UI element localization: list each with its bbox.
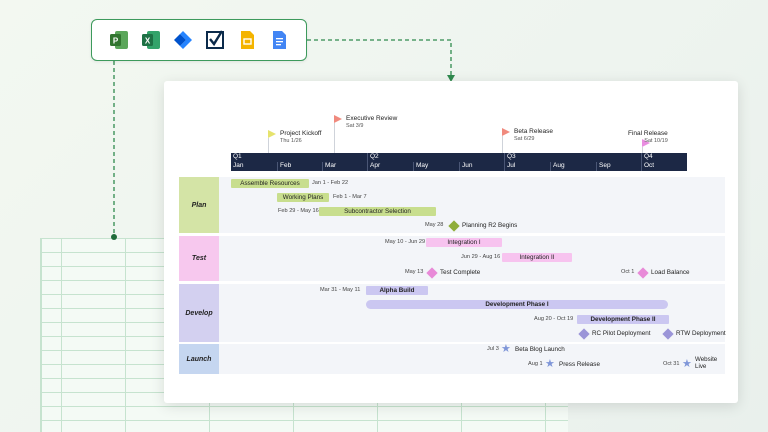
milestone-date: Oct 1 xyxy=(621,269,635,275)
milestone-label: Planning R2 Begins xyxy=(462,222,518,229)
task-bar[interactable]: Development Phase I xyxy=(366,300,668,309)
lane-label: Test xyxy=(179,236,219,281)
milestone-date: Thu 1/26 xyxy=(280,138,302,144)
task-date: Jun 29 - Aug 16 xyxy=(461,254,501,260)
task-date: Feb 1 - Mar 7 xyxy=(333,194,367,200)
google-slides-icon[interactable] xyxy=(236,29,258,51)
launch-label: Press Release xyxy=(559,361,600,368)
month-label: Jun xyxy=(459,162,472,171)
launch-label: Website Live xyxy=(695,356,718,370)
task-bar[interactable]: Subcontractor Selection xyxy=(319,207,436,216)
lane-label: Launch xyxy=(179,344,219,374)
lane-label: Develop xyxy=(179,284,219,342)
jira-icon[interactable] xyxy=(172,29,194,51)
month-label: Feb xyxy=(277,162,291,171)
flag-icon xyxy=(268,130,276,138)
milestone-date: Sat 6/29 xyxy=(514,136,535,142)
quarter-label: Q4 xyxy=(641,153,653,162)
milestone-date: May 13 xyxy=(405,269,424,275)
smartsheet-icon[interactable] xyxy=(204,29,226,51)
task-bar[interactable]: Integration II xyxy=(502,253,572,262)
month-label: Aug xyxy=(550,162,565,171)
milestone-date: Sat 3/9 xyxy=(346,123,364,129)
launch-date: Aug 1 xyxy=(528,361,543,367)
quarter-label: Q1 xyxy=(233,153,242,160)
milestone-label: Test Complete xyxy=(440,269,481,276)
milestone-title: Final Release xyxy=(628,130,668,137)
swimlane-develop: Develop Mar 31 - May 11 Alpha Build Deve… xyxy=(179,284,726,342)
lane-label: Plan xyxy=(179,177,219,233)
launch-date: Jul 3 xyxy=(487,346,499,352)
month-label: Oct xyxy=(641,162,654,171)
star-icon[interactable]: ★ xyxy=(501,343,511,355)
task-date: Jan 1 - Feb 22 xyxy=(312,180,349,186)
month-label: Apr xyxy=(367,162,380,171)
task-date: May 10 - Jun 29 xyxy=(385,239,426,245)
month-label: Jan xyxy=(233,162,244,169)
month-label: Mar xyxy=(322,162,336,171)
task-date: Aug 20 - Oct 19 xyxy=(534,316,574,322)
milestone-date: May 28 xyxy=(425,222,444,228)
swimlane-test: Test May 10 - Jun 29 Integration I Jun 2… xyxy=(179,236,725,281)
milestone-label: Load Balance xyxy=(651,269,690,276)
flag-icon xyxy=(334,115,342,123)
task-bar[interactable]: Development Phase II xyxy=(577,315,669,324)
timeline-header: Q1 Q2 Q3 Q4 Jan Feb Mar Apr May Jun Jul … xyxy=(231,153,687,171)
task-date: Mar 31 - May 11 xyxy=(320,287,361,293)
task-date: Feb 29 - May 16 xyxy=(278,208,319,214)
milestone-title: Executive Review xyxy=(346,115,398,122)
task-bar[interactable]: Working Plans xyxy=(277,193,329,202)
quarter-label: Q3 xyxy=(504,153,516,162)
swimlane-plan: Plan Assemble Resources Jan 1 - Feb 22 W… xyxy=(179,177,725,233)
google-docs-icon[interactable] xyxy=(268,29,290,51)
milestone-title: Beta Release xyxy=(514,128,554,135)
diamond-icon[interactable] xyxy=(426,267,438,279)
task-bar[interactable]: Assemble Resources xyxy=(231,179,309,188)
month-label: Jul xyxy=(504,162,515,171)
excel-icon[interactable]: X xyxy=(140,29,162,51)
task-bar[interactable]: Alpha Build xyxy=(366,286,428,295)
project-icon[interactable]: P xyxy=(108,29,130,51)
diamond-icon[interactable] xyxy=(448,220,460,232)
star-icon[interactable]: ★ xyxy=(545,358,555,370)
task-bar[interactable]: Integration I xyxy=(426,238,502,247)
diamond-icon[interactable] xyxy=(637,267,649,279)
milestone-date: Sat 10/19 xyxy=(644,138,668,144)
flag-icon xyxy=(642,139,650,147)
month-label: May xyxy=(413,162,428,171)
app-integrations-toolbar: P X xyxy=(91,19,307,61)
quarter-label: Q2 xyxy=(367,153,379,162)
milestone-label: RC Pilot Deployment xyxy=(592,330,651,337)
launch-date: Oct 31 xyxy=(663,361,680,367)
svg-text:X: X xyxy=(145,37,151,46)
svg-text:P: P xyxy=(113,37,119,46)
diamond-icon[interactable] xyxy=(662,328,674,340)
diamond-icon[interactable] xyxy=(578,328,590,340)
milestone-label: RTW Deployment xyxy=(676,330,726,337)
star-icon[interactable]: ★ xyxy=(682,358,692,370)
swimlane-launch: Launch Jul 3 ★ Beta Blog Launch Aug 1 ★ … xyxy=(179,344,725,374)
launch-label: Beta Blog Launch xyxy=(515,346,565,353)
flag-icon xyxy=(502,128,510,136)
gantt-chart-card: Project Kickoff Thu 1/26 Executive Revie… xyxy=(164,81,738,403)
month-label: Sep xyxy=(596,162,611,171)
milestone-title: Project Kickoff xyxy=(280,130,322,137)
